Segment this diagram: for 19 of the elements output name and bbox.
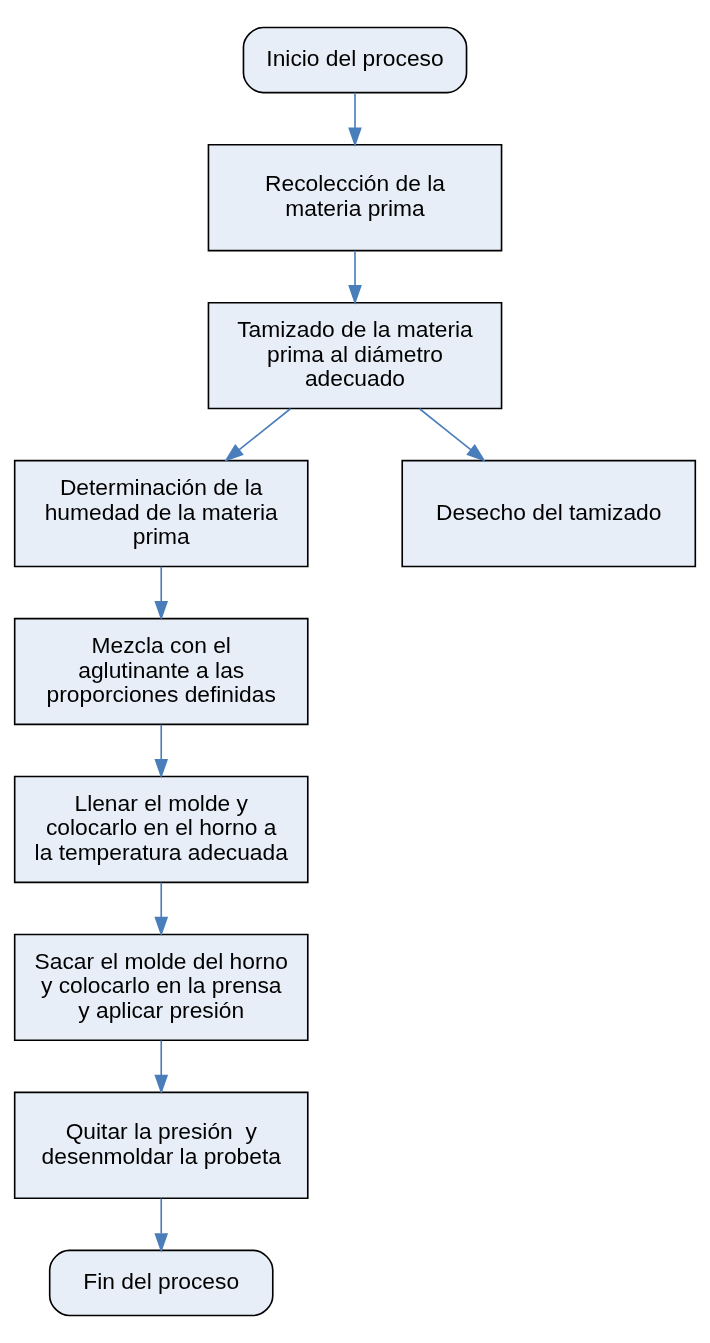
- node-box: Fin del proceso: [48, 1249, 274, 1317]
- arrow: [348, 92, 362, 147]
- node-box: Desecho del tamizado: [401, 459, 697, 568]
- node-box: Llenar el molde y colocarlo en el horno a la temperatura adecuada: [13, 775, 309, 884]
- node-box: Tamizado de la materia prima al diámetro adecuado: [207, 301, 503, 410]
- arrow: [348, 250, 362, 305]
- node-box: Sacar el molde del horno y colocarlo en la prensa y aplicar presión: [13, 933, 309, 1042]
- node-box: Quitar la presión y desenmoldar la probeta: [13, 1091, 309, 1200]
- arrow: [224, 407, 292, 462]
- arrow: [154, 565, 169, 621]
- arrow: [154, 881, 169, 937]
- node-box: Recolección de la materia prima: [207, 143, 503, 252]
- node-box: Inicio del proceso: [242, 26, 468, 94]
- arrow: [154, 1039, 169, 1095]
- arrow: [154, 723, 169, 779]
- arrow: [154, 1197, 169, 1253]
- arrow: [418, 407, 486, 462]
- node-box: Determinación de la humedad de la materia prima: [13, 459, 309, 568]
- node-box: Mezcla con el aglutinante a las proporciones definidas: [13, 617, 309, 726]
